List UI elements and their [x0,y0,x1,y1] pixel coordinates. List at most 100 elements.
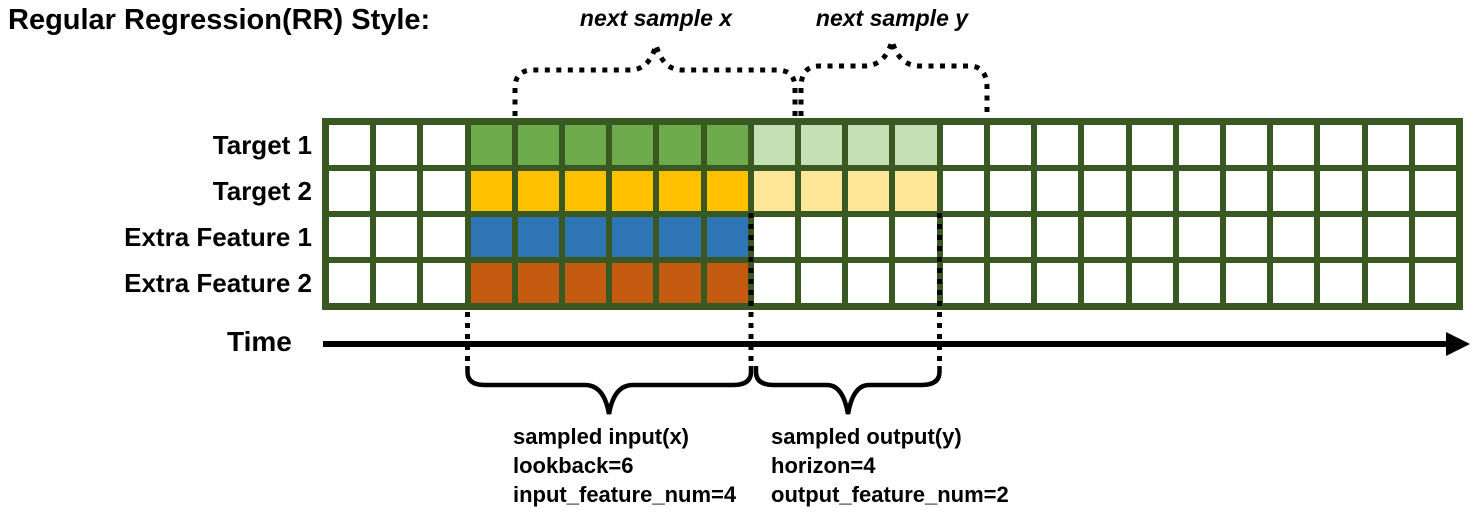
grid-cell [1225,217,1268,257]
grid-cell [801,125,843,165]
grid-cell [470,171,512,211]
grid-cell [1320,263,1362,303]
grid-cell [470,125,512,165]
grid-cell [1225,125,1268,165]
diagram-title: Regular Regression(RR) Style: [8,4,431,36]
grid-cell [565,125,607,165]
grid-cell [1037,171,1079,211]
grid-cell [659,125,701,165]
grid-cell [1367,217,1409,257]
grid-cell [329,263,371,303]
grid-cell [376,125,418,165]
grid-cell [1131,217,1173,257]
grid-cell [423,171,465,211]
sampled-input-brace [465,366,754,415]
grid-cell [1273,217,1315,257]
grid-cell [1367,125,1409,165]
grid-cell [1084,171,1126,211]
grid-cell [1320,171,1362,211]
grid-cell [423,263,465,303]
grid-cell [848,217,890,257]
grid-cell [1320,217,1362,257]
grid-cell [801,171,843,211]
grid-cell [329,171,371,211]
grid-cell [1084,263,1126,303]
grid-cell [1225,263,1268,303]
grid-cell [1084,125,1126,165]
grid-cell [848,125,890,165]
grid-cell [612,171,654,211]
lookback-line: lookback=6 [513,453,634,478]
grid-cell [1037,263,1079,303]
grid-cell [565,171,607,211]
grid-cell [706,171,748,211]
grid-cell [895,217,937,257]
grid-cell [1414,171,1456,211]
grid-cell [801,217,843,257]
sampled-output-line: sampled output(y) [771,424,962,449]
grid-cell [801,263,843,303]
grid-cell [1414,217,1456,257]
row-label: Extra Feature 1 [124,221,312,252]
grid-cell [376,217,418,257]
grid-cell [1178,171,1220,211]
grid-cell [706,263,748,303]
grid-cell [517,263,560,303]
grid-cell [753,171,796,211]
grid-cell [1273,125,1315,165]
input-feature-num-line: input_feature_num=4 [513,482,737,507]
grid-cell [753,217,796,257]
time-axis-label: Time [227,326,292,357]
row-labels: Target 1 Target 2 Extra Feature 1 Extra Fea… [0,125,312,303]
grid-cell [989,125,1032,165]
next-sample-y-label: next sample y [815,5,969,31]
grid-cell [1367,171,1409,211]
grid-cell [1367,263,1409,303]
grid-cell [1037,125,1079,165]
sampled-output-brace [753,366,942,415]
grid-cell [329,217,371,257]
grid-cell [895,125,937,165]
grid-cell [989,217,1032,257]
grid-cell [989,171,1032,211]
grid-cell [895,171,937,211]
grid-cell [753,263,796,303]
grid-cell [517,217,560,257]
grid-cell [848,171,890,211]
grid-cell [1414,125,1456,165]
grid-cell [848,263,890,303]
horizon-line: horizon=4 [771,453,876,478]
grid-cell [470,263,512,303]
grid-cell [942,263,984,303]
grid-cell [1178,263,1220,303]
grid-cell [942,217,984,257]
grid-cell [942,125,984,165]
output-feature-num-line: output_feature_num=2 [771,482,1009,507]
row-label: Target 2 [212,175,312,206]
grid-cell [706,125,748,165]
next-sample-x-brace [512,35,798,116]
grid-cell [612,125,654,165]
grid-cell [659,171,701,211]
sampled-input-line: sampled input(x) [513,424,690,449]
next-sample-y-brace [798,31,990,116]
row-label: Extra Feature 2 [124,267,312,298]
grid-cell [612,217,654,257]
grid-cell [706,217,748,257]
row-label: Target 1 [212,129,312,160]
grid-cell [376,263,418,303]
grid-cell [942,171,984,211]
grid-cell [1273,263,1315,303]
grid-cell [1225,171,1268,211]
grid-cell [376,171,418,211]
grid-cell [895,263,937,303]
next-sample-x-label: next sample x [579,5,733,31]
grid-cell [1131,125,1173,165]
grid-cell [659,263,701,303]
grid-cell [565,263,607,303]
grid-cell [1178,125,1220,165]
grid-cell [659,217,701,257]
grid-cell [612,263,654,303]
grid-cell [329,125,371,165]
